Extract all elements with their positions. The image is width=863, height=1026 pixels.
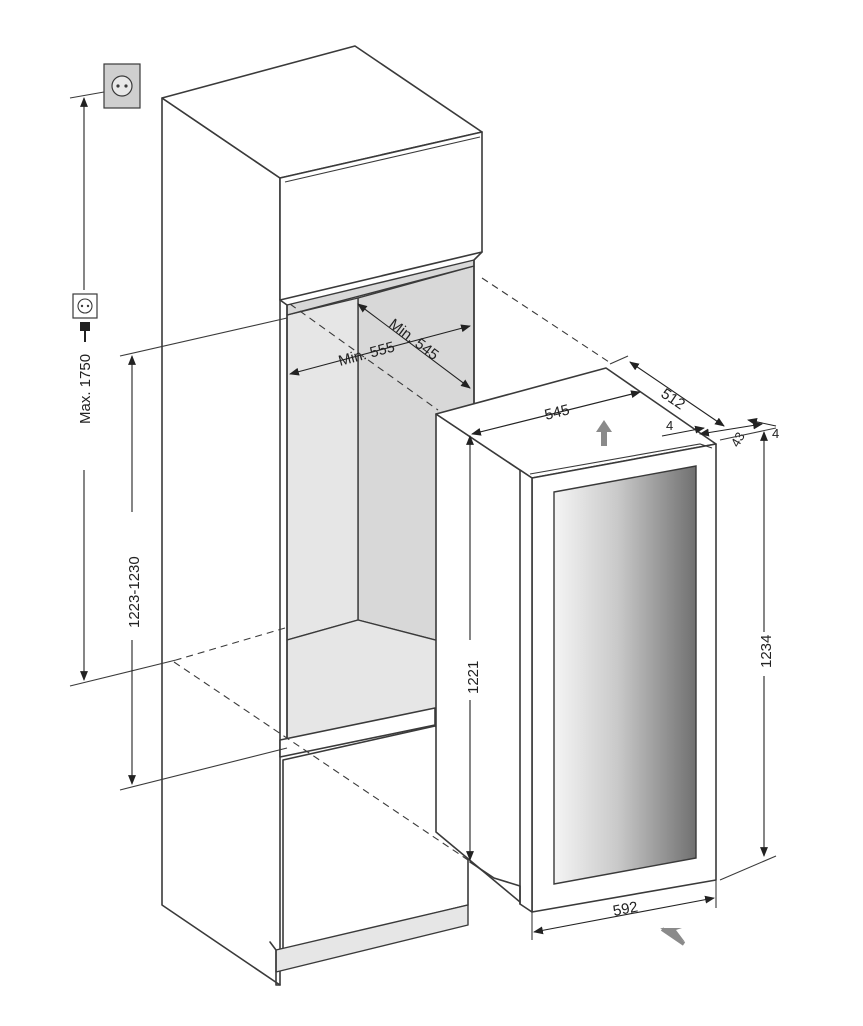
socket-outlet-icon: [72, 293, 98, 319]
projection-lines: [173, 277, 613, 861]
appliance-top-trim: [529, 443, 713, 475]
dim-1223-1230-label: 1223-1230: [126, 556, 143, 628]
appliance-glass-panel: [553, 465, 697, 885]
cabinet-housing: [161, 45, 483, 986]
niche-front-frame-left: [279, 299, 288, 751]
plug-icon: [80, 322, 90, 342]
dim-appliance-width: 545: [471, 390, 641, 436]
wall-socket-icon: [103, 63, 141, 109]
dim-gap-4-right: 4: [747, 417, 779, 441]
dim-545-label: 545: [543, 401, 571, 424]
dim-door-width: 592: [531, 880, 717, 940]
dim-niche-height: 1223-1230: [119, 317, 288, 791]
upper-front-edge: [284, 136, 481, 183]
dim-1221-label: 1221: [465, 661, 482, 694]
dim-gap-4-left: 4: [661, 418, 705, 437]
appliance-left-side: [435, 413, 533, 913]
cabinet-shelf: [279, 707, 436, 758]
dim-max-height: Max. 1750: [69, 91, 177, 687]
dim-4-right-label: 4: [772, 426, 779, 441]
dim-max-1750-label: Max. 1750: [77, 354, 94, 424]
airflow-in-arrow-icon: [660, 927, 686, 946]
dim-appliance-total-height: 1234: [719, 427, 777, 881]
dim-43-label: 43: [728, 429, 748, 449]
dim-1234-label: 1234: [758, 635, 775, 668]
niche-left-wall: [286, 297, 359, 641]
appliance-door-edge: [519, 469, 533, 913]
dim-appliance-body-height: 1221: [465, 435, 482, 861]
dim-592-label: 592: [612, 898, 640, 919]
cabinet-left-side: [161, 97, 281, 986]
wine-cabinet-appliance: [435, 367, 717, 913]
cabinet-base-edge: [269, 941, 281, 986]
dim-4-left-label: 4: [666, 418, 673, 433]
